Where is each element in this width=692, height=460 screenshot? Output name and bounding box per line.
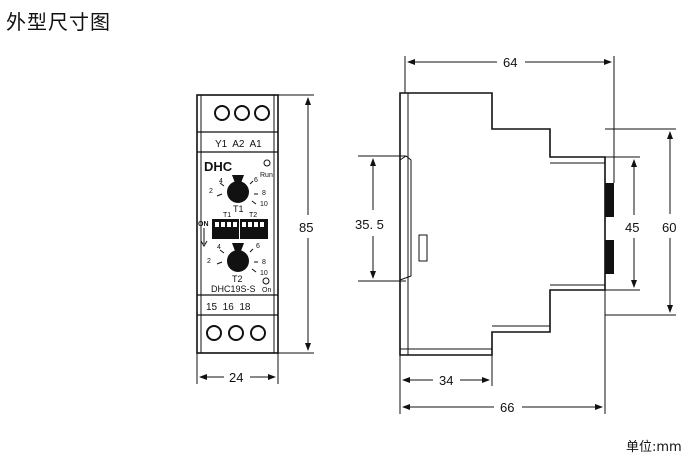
- terminal-screw-icon: [206, 325, 222, 341]
- scale-mark-label: 2: [207, 258, 211, 265]
- dip-switch-block: T1 T2 ON: [198, 212, 268, 247]
- run-led-label: Run: [260, 172, 273, 179]
- dimension-label: 85: [299, 220, 313, 235]
- scale-mark-label: 2: [209, 188, 213, 195]
- dimension-rail-45: 45: [605, 156, 640, 291]
- dimension-height-35-5: 35. 5: [355, 155, 406, 282]
- dimension-height-60: 60: [605, 128, 676, 316]
- scale-mark-label: 8: [262, 259, 266, 266]
- dimension-label: 24: [229, 370, 243, 385]
- knob-pointer-icon: [232, 175, 244, 183]
- terminal-screw-icon: [254, 105, 270, 121]
- scale-mark-label: 8: [262, 190, 266, 197]
- dimension-depth-64: 64: [404, 55, 615, 183]
- dimension-label: 64: [503, 55, 517, 70]
- terminal-screw-icon: [250, 325, 266, 341]
- knob-t1-label: T1: [233, 204, 244, 214]
- dimension-height-85: 85: [278, 94, 314, 354]
- bottom-terminal-screws: [206, 325, 266, 341]
- dip-t1-label: T1: [223, 212, 231, 219]
- scale-mark-label: 6: [254, 177, 258, 184]
- knob-t2: 4 6 2 8 10 T2: [207, 243, 268, 284]
- knob-pointer-icon: [232, 243, 244, 251]
- knob-t1: 4 6 2 8 10 T1: [209, 175, 268, 214]
- scale-mark-label: 10: [260, 201, 268, 208]
- side-view: [399, 92, 614, 356]
- dimension-depth-66: 66: [402, 274, 606, 415]
- top-terminal-labels: Y1 A2 A1: [215, 139, 262, 150]
- model-label: DHC19S-S: [211, 284, 256, 294]
- on-led-label: On: [262, 287, 271, 294]
- top-terminal-screws: [214, 105, 270, 121]
- rail-clip-upper: [605, 183, 614, 217]
- diagram-title: 外型尺寸图: [6, 10, 111, 34]
- on-led-icon: [262, 277, 270, 285]
- scale-mark-label: 6: [256, 243, 260, 250]
- terminal-screw-icon: [234, 105, 250, 121]
- dimension-label: 45: [625, 220, 639, 235]
- side-slot: [418, 234, 428, 262]
- dip-t2-label: T2: [249, 212, 257, 219]
- dimension-width-24: 24: [196, 353, 279, 385]
- side-body-outline: [399, 92, 606, 356]
- front-view: Y1 A2 A1 DHC Run 4 6 2 8 10 T1 T1 T2: [196, 94, 279, 354]
- rail-clip-lower: [605, 240, 614, 274]
- scale-mark-label: 10: [260, 270, 268, 277]
- run-led-icon: [263, 159, 271, 167]
- brand-label: DHC: [204, 159, 233, 174]
- dimension-depth-34: 34: [399, 355, 493, 414]
- scale-mark-label: 4: [219, 178, 223, 185]
- bottom-terminal-labels: 15 16 18: [206, 302, 251, 313]
- unit-label: 单位:mm: [626, 440, 682, 455]
- knob-t2-label: T2: [232, 274, 243, 284]
- knob-icon: [227, 181, 249, 203]
- knob-icon: [227, 250, 249, 272]
- scale-mark-label: 4: [217, 244, 221, 251]
- dimension-label: 60: [662, 220, 676, 235]
- dimension-label: 34: [439, 373, 453, 388]
- dimension-label: 35. 5: [355, 217, 384, 232]
- terminal-screw-icon: [214, 105, 230, 121]
- dip-on-label: ON: [198, 221, 209, 228]
- terminal-screw-icon: [228, 325, 244, 341]
- din-clip: [399, 155, 412, 281]
- dimension-label: 66: [500, 400, 514, 415]
